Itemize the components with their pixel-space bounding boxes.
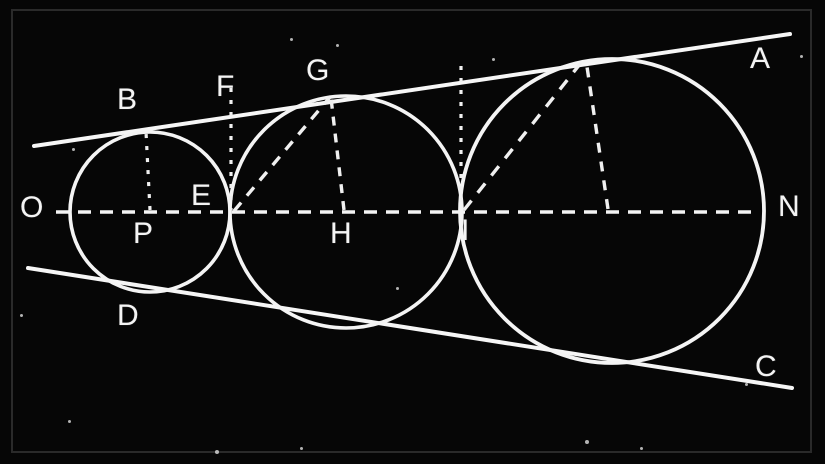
scan-speck — [20, 314, 23, 317]
plate-frame — [11, 9, 812, 453]
point-label-O: O — [20, 191, 44, 224]
scan-speck — [492, 58, 495, 61]
point-label-C: C — [755, 350, 778, 383]
scan-speck — [215, 450, 219, 454]
point-label-G: G — [306, 54, 330, 87]
scan-speck — [290, 38, 293, 41]
scan-speck — [800, 55, 803, 58]
radius-H-to-G — [329, 97, 346, 211]
scan-speck — [336, 44, 339, 47]
scan-speck — [396, 287, 399, 290]
circle-large — [458, 57, 766, 365]
point-label-I: I — [461, 214, 470, 247]
upper-tangent-line-OA — [32, 32, 792, 148]
scan-speck — [585, 440, 589, 444]
scan-speck — [68, 420, 71, 423]
scan-speck — [745, 383, 748, 386]
lower-tangent-line-OC — [26, 266, 794, 390]
radius-P-to-B — [144, 131, 152, 211]
chord-E-to-G — [232, 95, 332, 213]
chord-I-to-top-tangent — [462, 57, 586, 212]
radius-center-to-top-tangent — [584, 59, 610, 210]
scan-speck — [300, 447, 303, 450]
point-label-E: E — [191, 179, 212, 212]
circle-medium-H — [228, 94, 464, 330]
point-label-H: H — [330, 217, 353, 250]
point-label-A: A — [750, 42, 771, 75]
scan-speck — [72, 148, 75, 151]
point-label-B: B — [117, 83, 138, 116]
point-label-D: D — [117, 299, 140, 332]
point-label-N: N — [778, 190, 801, 223]
point-label-F: F — [216, 70, 235, 103]
scan-speck — [640, 447, 643, 450]
point-label-P: P — [133, 217, 154, 250]
